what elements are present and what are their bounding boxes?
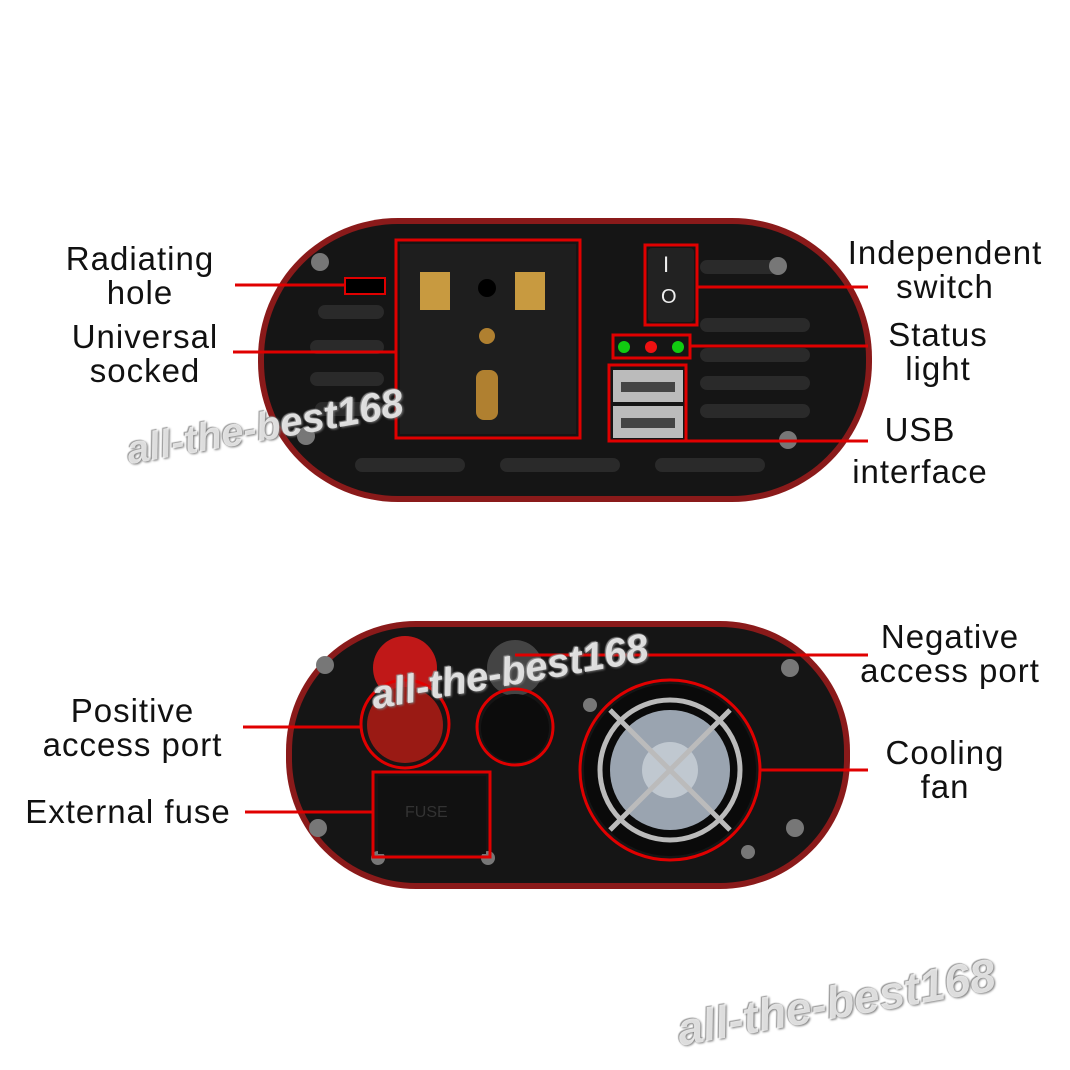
label-external-fuse: External fuse [25,793,231,830]
fuse-text: FUSE [405,804,448,821]
front-panel [258,218,872,502]
switch-off-mark: O [661,286,677,308]
switch-on-mark: I [663,252,670,277]
annotations [233,238,868,862]
vent-slots [310,260,810,472]
